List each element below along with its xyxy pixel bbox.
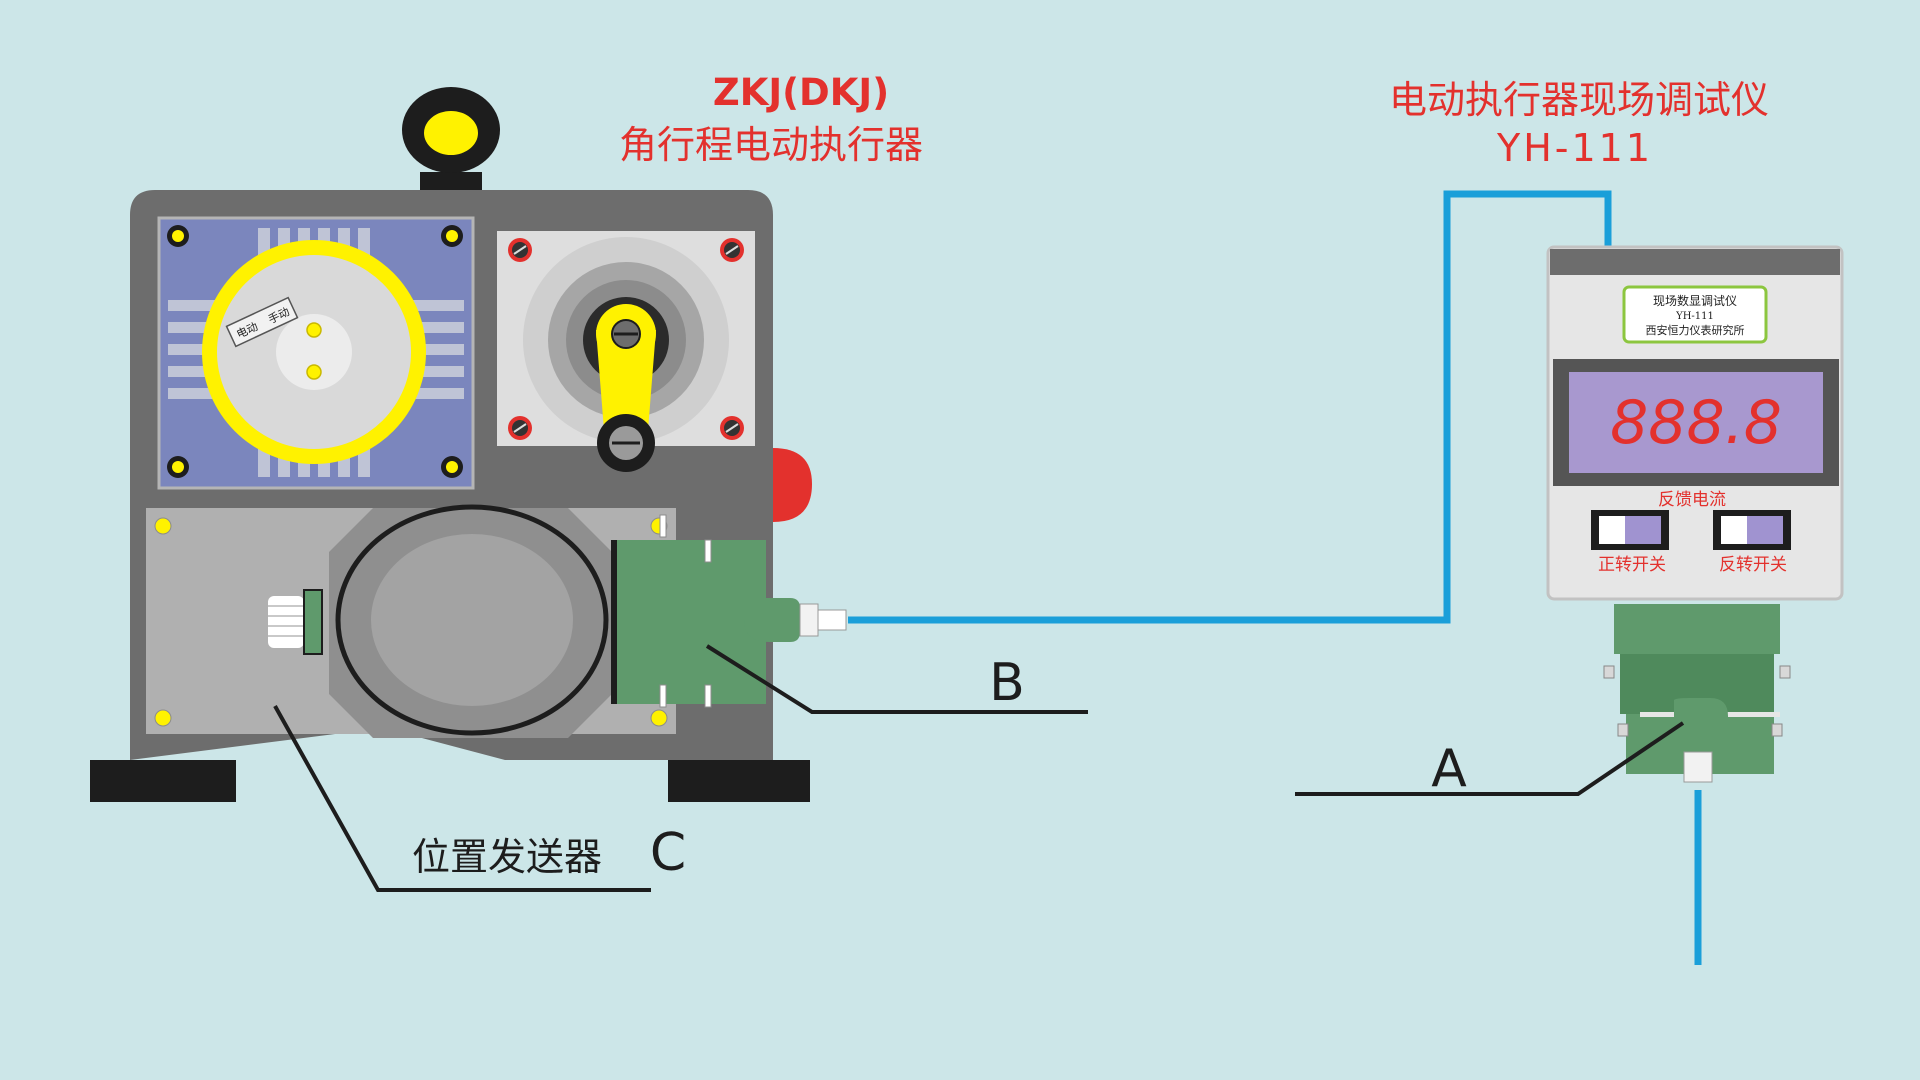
tester-top-cap	[1550, 249, 1840, 275]
callout-b-label: B	[989, 653, 1025, 713]
cable-gland-nut	[817, 609, 847, 631]
transmitter-cover	[371, 534, 573, 706]
tester-nameplate	[1622, 285, 1768, 344]
forward-switch[interactable]	[1591, 510, 1669, 550]
callout-a	[1295, 721, 1685, 796]
callout-b	[705, 644, 1088, 714]
nameplate-title: 现场数显调试仪	[1653, 293, 1737, 308]
mode-label-plate: 电动 手动	[225, 296, 299, 348]
callout-c-text: 位置发送器	[412, 835, 602, 879]
tester-model-title: YH-111	[1496, 126, 1653, 170]
handwheel-hub	[276, 314, 352, 390]
display-readout: 888.8	[1610, 388, 1782, 458]
feedback-current-label: 反馈电流	[1658, 490, 1726, 510]
signal-cable	[848, 190, 1702, 965]
field-debug-tester: 现场数显调试仪 YH-111 西安恒力仪表研究所 888.8 反馈电流 正转开关…	[1546, 245, 1844, 783]
angular-stroke-actuator: 电动 手动	[90, 87, 847, 802]
tester-cable-elbow	[1674, 698, 1728, 752]
callout-c-label: C	[650, 823, 686, 883]
top-knob-cap	[424, 111, 478, 155]
display-screen	[1569, 372, 1823, 473]
red-indicator	[773, 448, 812, 522]
right-foot	[668, 760, 810, 802]
shaft-panel-screws	[508, 238, 744, 440]
connector-housing	[614, 540, 766, 704]
tester-connector-upper	[1614, 604, 1780, 654]
left-foot	[90, 760, 236, 802]
callout-c	[273, 705, 651, 892]
tester-name-title: 电动执行器现场调试仪	[1389, 78, 1769, 122]
nameplate-maker: 西安恒力仪表研究所	[1646, 323, 1745, 337]
tester-cable-nut	[1683, 751, 1713, 783]
actuator-connector	[611, 514, 847, 708]
actuator-name-title: 角行程电动执行器	[619, 123, 923, 167]
transmitter-ring	[335, 504, 609, 736]
nameplate-model: YH-111	[1675, 311, 1714, 322]
cable-actuator-to-tester	[848, 190, 1612, 624]
reverse-switch[interactable]	[1713, 510, 1791, 550]
cable-gland	[744, 598, 800, 642]
plate-screws	[167, 225, 463, 478]
actuator-model-title: ZKJ(DKJ)	[713, 71, 889, 114]
forward-switch-label: 正转开关	[1598, 555, 1666, 575]
reverse-switch-label: 反转开关	[1719, 555, 1787, 575]
spring-coil	[268, 589, 323, 655]
knob-base	[420, 172, 482, 194]
callout-a-label: A	[1431, 739, 1467, 799]
